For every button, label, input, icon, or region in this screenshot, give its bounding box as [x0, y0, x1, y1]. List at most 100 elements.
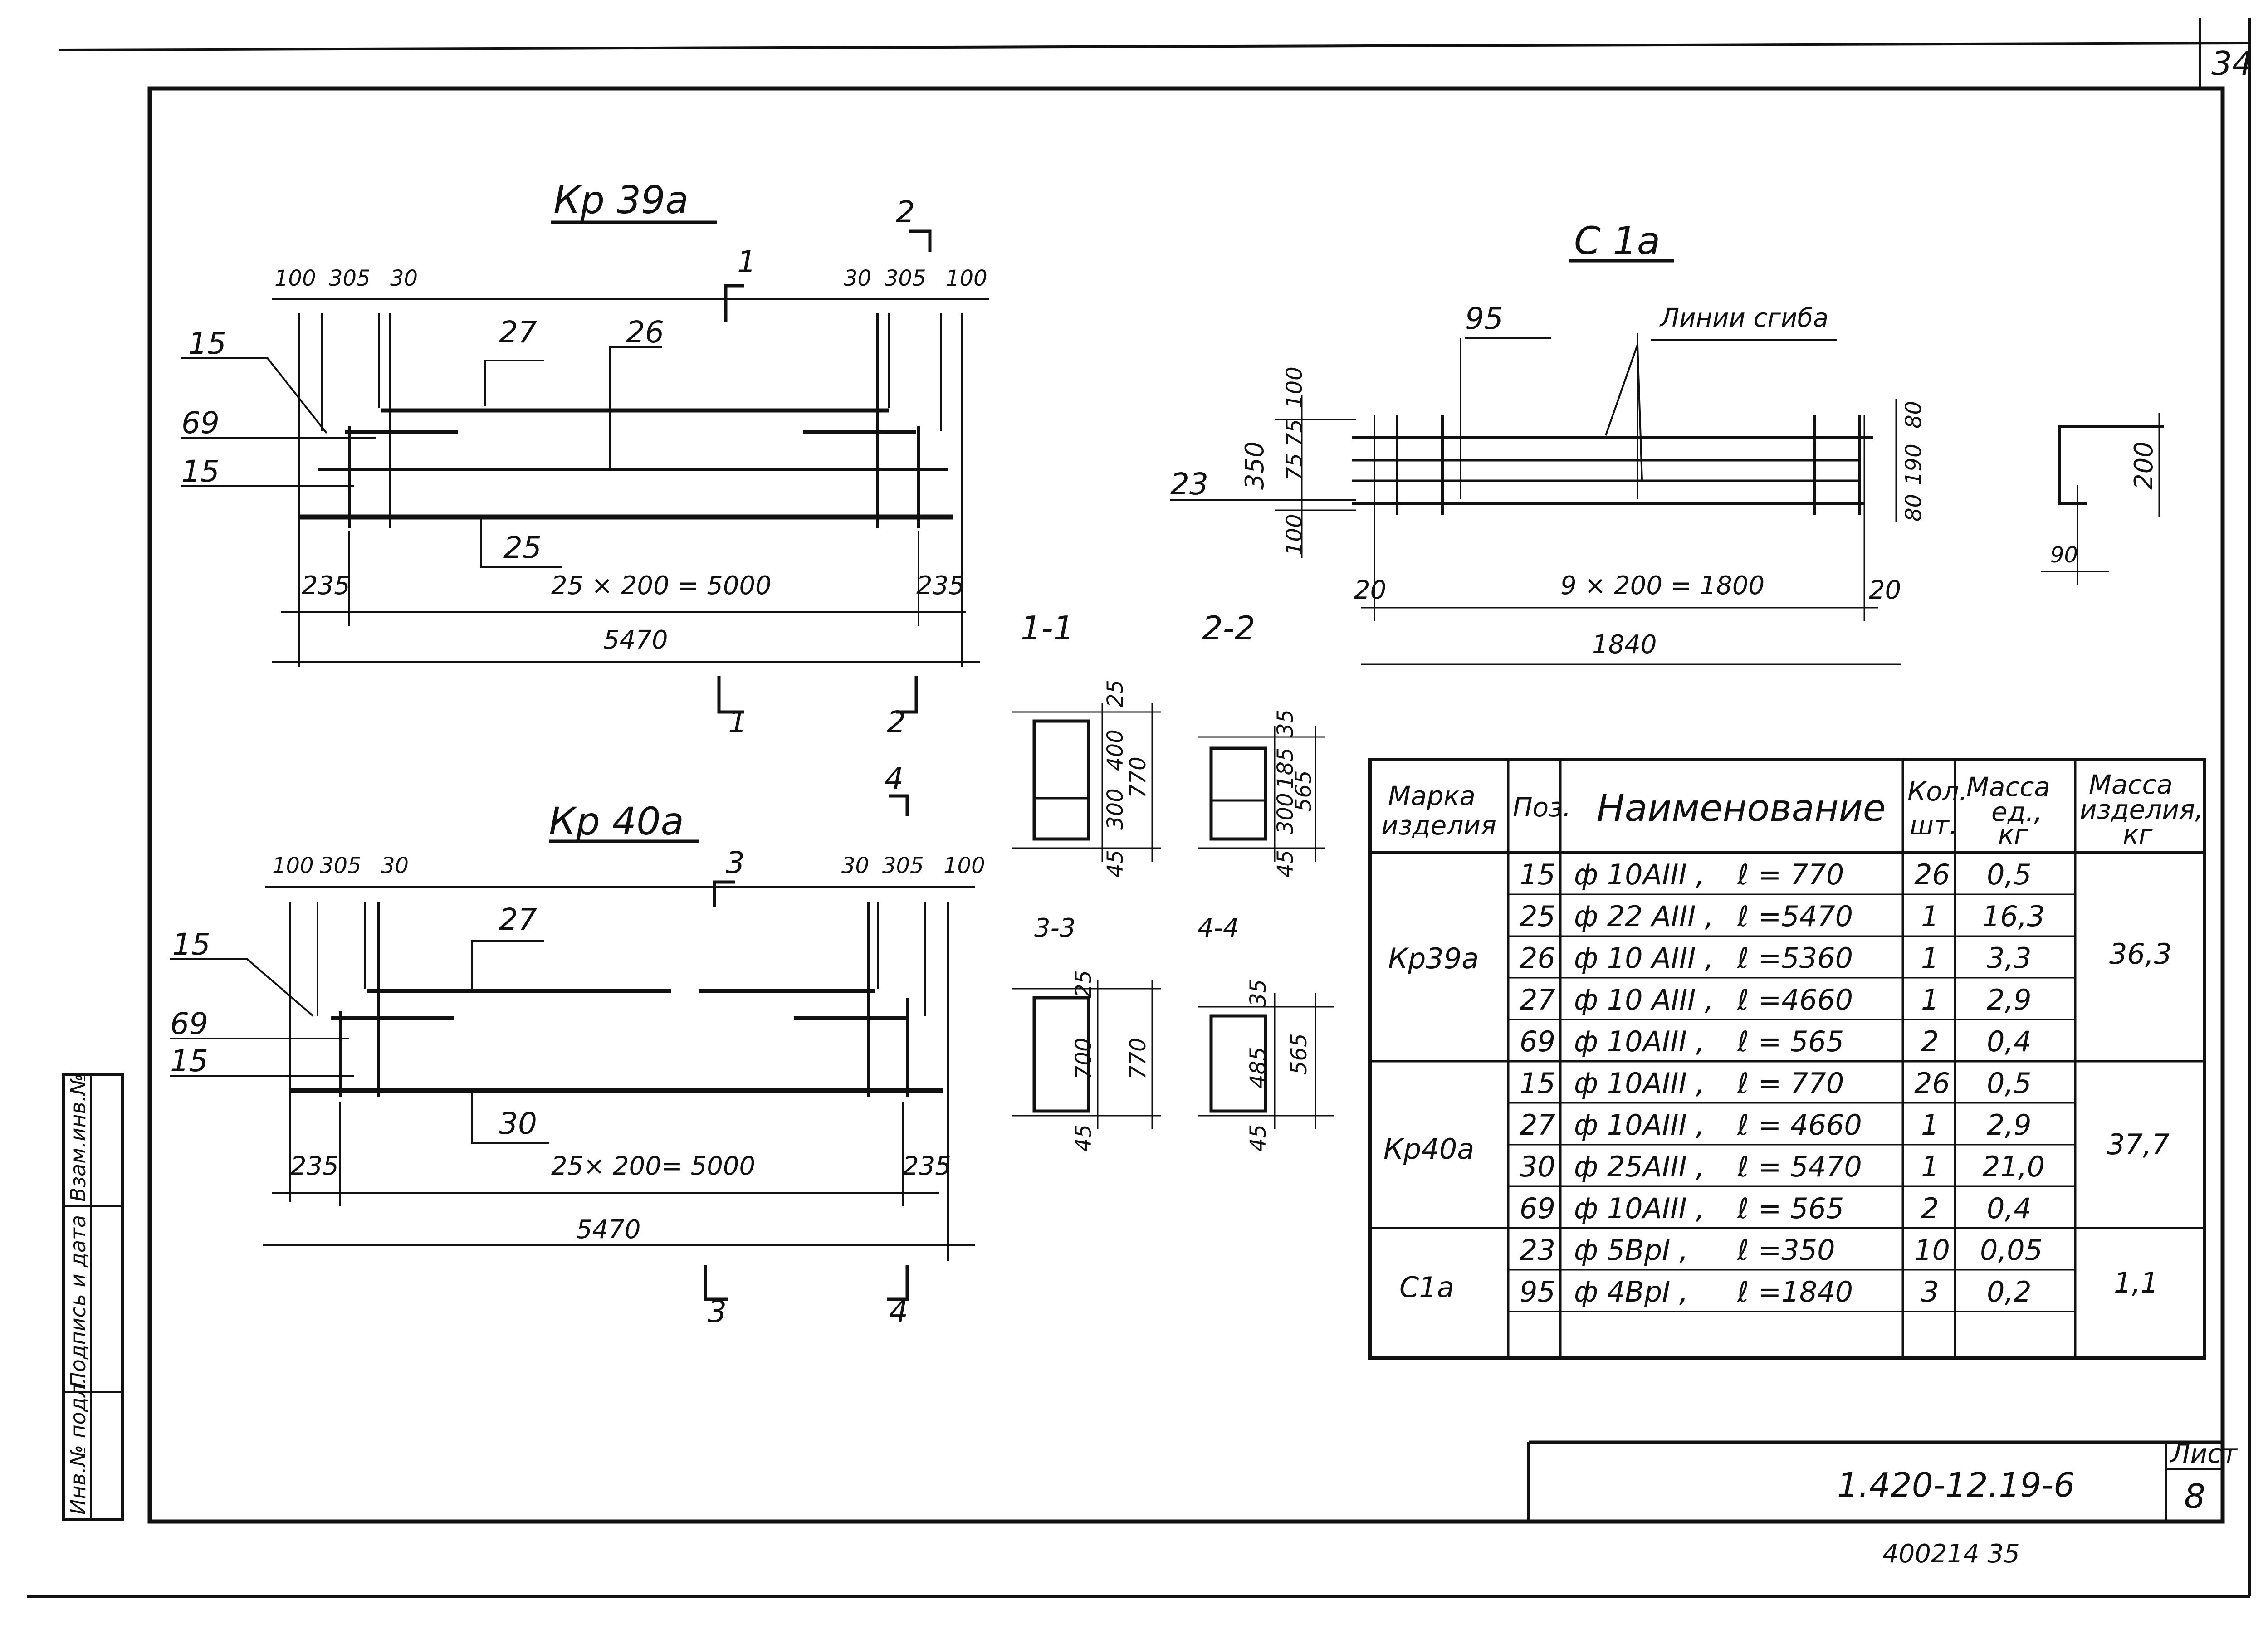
table-row: 26 ф 10 АIII , ℓ =5360 1 3,3 — [1520, 941, 2032, 975]
kp39a-end-dim-left: 235 — [302, 571, 350, 600]
sections-drawing — [1012, 703, 1334, 1129]
spec-cell-dia: ф 10АIII , — [1574, 1067, 1705, 1100]
table-row: 15 ф 10АIII , ℓ = 770 26 0,5 — [1520, 858, 2032, 891]
kp39a-title: Кр 39а — [553, 178, 689, 222]
spec-cell-pos: 27 — [1520, 983, 1555, 1016]
spec-cell-qty: 26 — [1914, 1067, 1950, 1100]
kp40a-drawing — [170, 794, 975, 1301]
c1a-title: С 1а — [1574, 219, 1660, 263]
c1a-pos-23: 23 — [1170, 467, 1208, 502]
table-row: 15 ф 10АIII , ℓ = 770 26 0,5 — [1520, 1067, 2032, 1100]
spec-cell-pos: 15 — [1520, 858, 1555, 891]
kp39a-pos-15-top: 15 — [188, 326, 226, 361]
section-1-1-dim-770: 770 — [1125, 756, 1151, 798]
kp40a-dim-30-right: 30 — [841, 853, 869, 878]
spec-cell-qty: 1 — [1921, 941, 1939, 975]
table-row: 23 ф 5ВрI , ℓ =350 10 0,05 — [1520, 1234, 2043, 1267]
kp39a-dim-305-right: 305 — [885, 266, 926, 291]
section-2-2-label: 2-2 — [1202, 609, 1256, 647]
spec-cell-len: ℓ = 5470 — [1737, 1150, 1862, 1183]
spec-cell-mass: 21,0 — [1982, 1150, 2045, 1183]
spec-cell-mass: 0,4 — [1987, 1192, 2032, 1225]
side-stamp-signature: Подпись и дата — [66, 1215, 90, 1388]
spec-cell-dia: ф 10 АIII , — [1574, 941, 1714, 975]
kp39a-pos-26: 26 — [626, 315, 664, 350]
kp39a-dim-100-right: 100 — [946, 266, 987, 291]
kp40a-pos-30: 30 — [499, 1106, 537, 1141]
kp39a-section-2-top: 2 — [896, 195, 915, 229]
spec-cell-len: ℓ = 770 — [1737, 858, 1844, 891]
table-row: 27 ф 10 АIII , ℓ =4660 1 2,9 — [1520, 983, 2032, 1016]
table-row: 69 ф 10АIII , ℓ = 565 2 0,4 — [1520, 1025, 2032, 1058]
spec-cell-dia: ф 10АIII , — [1574, 1025, 1705, 1058]
kp40a-dim-30-left: 30 — [381, 853, 409, 878]
spec-cell-mass: 0,2 — [1987, 1275, 2032, 1308]
doc-code: 1.420-12.19-6 — [1837, 1466, 2075, 1505]
spec-head-mass-item-3: кг — [2123, 819, 2153, 850]
kp40a-dim-305-left: 305 — [320, 853, 362, 878]
c1a-end-dim-right: 20 — [1869, 576, 1901, 605]
c1a-dim-80-top: 80 — [1901, 401, 1926, 429]
section-4-4-dim-45: 45 — [1246, 1124, 1271, 1152]
spec-group-mass: 1,1 — [2114, 1266, 2159, 1299]
spec-cell-pos: 23 — [1520, 1234, 1555, 1267]
spec-cell-pos: 26 — [1520, 941, 1555, 975]
spec-table — [1368, 758, 2206, 1360]
kp40a-pos-15-top: 15 — [172, 927, 210, 962]
section-2-2-dim-300: 300 — [1273, 793, 1298, 834]
spec-group-mass: 37,7 — [2107, 1128, 2170, 1161]
c1a-dim-75-a: 75 — [1282, 419, 1307, 447]
section-2-2-dim-45: 45 — [1273, 850, 1298, 878]
spec-group-mark: Кр39а — [1388, 942, 1479, 975]
kp40a-section-4-top: 4 — [885, 761, 904, 796]
kp40a-dim-100-right: 100 — [943, 853, 985, 878]
section-4-4-dim-565: 565 — [1286, 1033, 1312, 1075]
spec-cell-pos: 95 — [1520, 1275, 1555, 1308]
spec-cell-mass: 0,05 — [1980, 1234, 2043, 1267]
kp40a-spacing-dim: 25× 200= 5000 — [551, 1151, 755, 1181]
side-stamp-inv-orig: Инв.№ подл. — [66, 1377, 90, 1515]
spec-cell-qty: 2 — [1921, 1192, 1939, 1225]
spec-head-name: Наименование — [1597, 787, 1886, 830]
spec-cell-pos: 69 — [1520, 1025, 1555, 1058]
c1a-end-dim-left: 20 — [1354, 576, 1386, 605]
c1a-bend-lines-label: Линии сгиба — [1659, 303, 1828, 333]
section-4-4-dim-485: 485 — [1246, 1047, 1271, 1088]
spec-cell-dia: ф 10АIII , — [1574, 858, 1705, 891]
spec-group-mass: 36,3 — [2109, 937, 2172, 971]
spec-cell-qty: 1 — [1921, 900, 1939, 933]
c1a-dim-100-top: 100 — [1282, 366, 1307, 408]
spec-cell-pos: 27 — [1520, 1108, 1555, 1141]
c1a-dim-190: 190 — [1901, 444, 1926, 485]
spec-cell-dia: ф 5ВрI , — [1574, 1234, 1688, 1267]
kp39a-section-1-top: 1 — [737, 244, 756, 279]
section-1-1-dims: 25 400 300 45 770 — [1103, 680, 1151, 878]
c1a-bend-dim-200: 200 — [2129, 441, 2159, 490]
kp39a-dim-305-left: 305 — [329, 266, 371, 291]
c1a-bend-dim-90: 90 — [2050, 542, 2078, 568]
spec-cell-len: ℓ =1840 — [1737, 1275, 1853, 1308]
kp39a-total-dim: 5470 — [603, 625, 668, 655]
title-block — [1527, 1440, 2223, 1522]
spec-cell-len: ℓ =5360 — [1737, 941, 1853, 975]
archive-number: 400214 35 — [1882, 1539, 2020, 1569]
kp40a-section-3-top: 3 — [726, 845, 745, 880]
section-3-3-dim-770: 770 — [1125, 1038, 1151, 1079]
table-row: 30 ф 25АIII , ℓ = 5470 1 21,0 — [1520, 1150, 2045, 1183]
kp39a-end-dim-right: 235 — [916, 571, 965, 600]
kp40a-dim-100-left: 100 — [272, 853, 314, 878]
spec-cell-pos: 30 — [1520, 1150, 1555, 1183]
spec-cell-dia: ф 10 АIII , — [1574, 983, 1714, 1016]
spec-cell-qty: 1 — [1921, 983, 1939, 1016]
spec-cell-pos: 15 — [1520, 1067, 1555, 1100]
spec-cell-len: ℓ =4660 — [1737, 983, 1853, 1016]
section-3-3-dim-700: 700 — [1071, 1038, 1096, 1079]
spec-group-mark: С1а — [1399, 1271, 1454, 1304]
kp39a-dim-30-left: 30 — [390, 266, 418, 291]
spec-cell-dia: ф 4ВрI , — [1574, 1275, 1688, 1308]
spec-cell-mass: 2,9 — [1987, 983, 2032, 1016]
spec-cell-dia: ф 10АIII , — [1574, 1108, 1705, 1141]
spec-head-pos: Поз. — [1513, 792, 1571, 823]
spec-cell-qty: 10 — [1914, 1234, 1950, 1267]
